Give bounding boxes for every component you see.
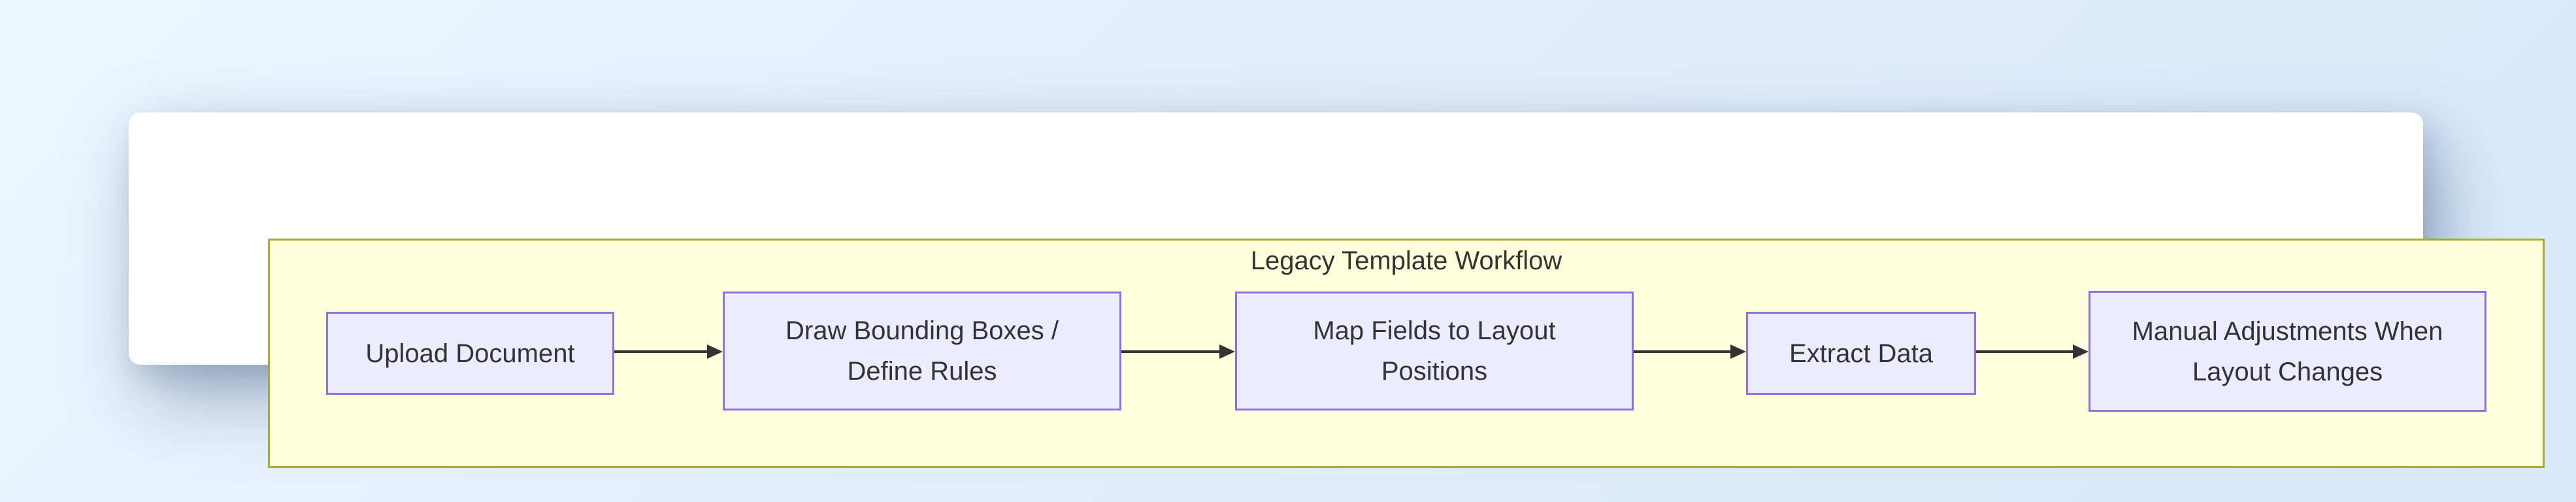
cluster-title: Legacy Template Workflow [1250,246,1562,275]
arrow-line [614,350,711,353]
node-upload-document: Upload Document [326,312,614,395]
arrowhead-icon [2073,344,2089,359]
node-label: Draw Bounding Boxes / [785,316,1059,345]
node-manual-adjustments: Manual Adjustments When Layout Changes [2089,291,2486,412]
arrow-line [1121,350,1223,353]
node-map-fields: Map Fields to Layout Positions [1235,292,1634,410]
arrow-map-to-extract [1634,344,1746,360]
arrow-draw-to-map [1121,344,1235,360]
node-label: Positions [1381,357,1488,386]
arrowhead-icon [707,344,723,359]
arrowhead-icon [1730,344,1746,359]
node-extract-data: Extract Data [1746,312,1976,395]
arrow-upload-to-draw [614,344,723,360]
node-label: Upload Document [365,339,575,368]
arrow-line [1634,350,1734,353]
node-label: Layout Changes [2192,357,2383,386]
node-draw-bounding-boxes: Draw Bounding Boxes / Define Rules [723,292,1121,410]
arrow-extract-to-manual [1976,344,2089,360]
arrow-line [1976,350,2077,353]
node-label: Manual Adjustments When [2132,316,2443,346]
node-label: Extract Data [1789,339,1934,368]
node-label: Map Fields to Layout [1313,316,1556,345]
arrowhead-icon [1219,344,1235,359]
diagram-card: Legacy Template Workflow Upload Document… [129,112,2545,468]
node-label: Define Rules [847,357,997,386]
